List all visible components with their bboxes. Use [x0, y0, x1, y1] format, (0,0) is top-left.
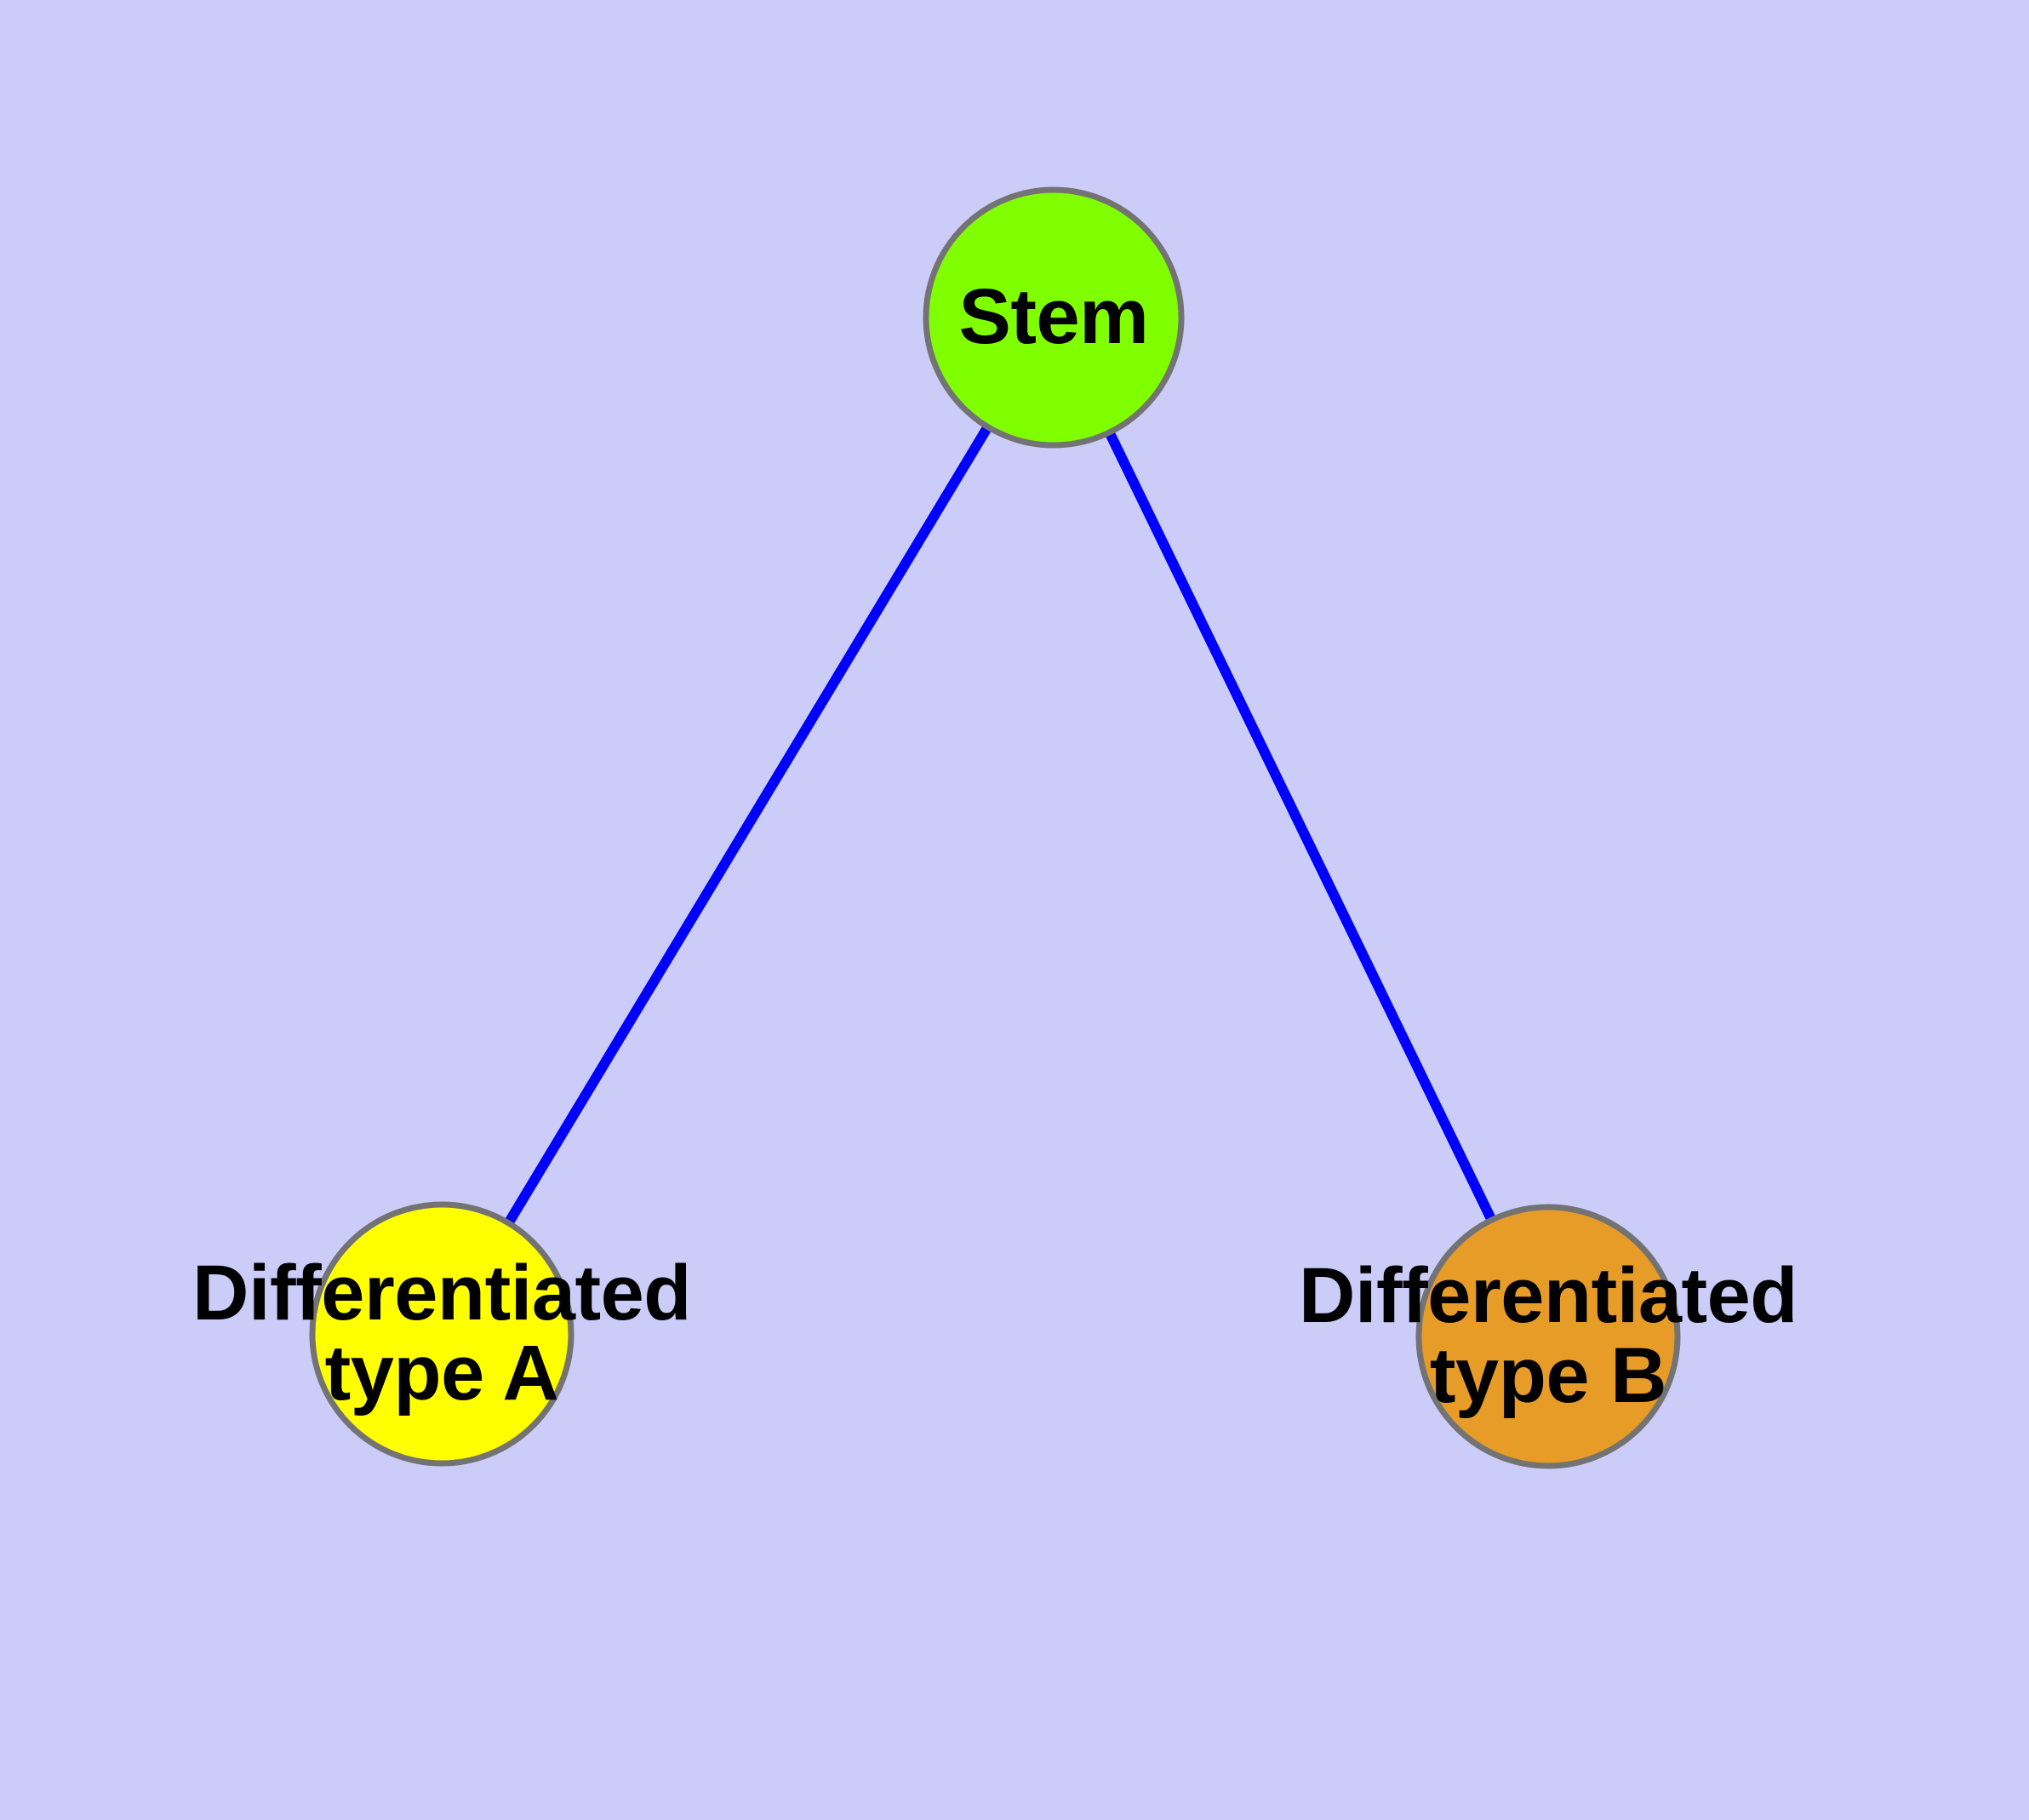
- edge-stem-to-diff-b: [1105, 430, 1497, 1222]
- edge-layer: [504, 424, 1497, 1226]
- node-differentiated-type-b[interactable]: [1415, 1204, 1681, 1469]
- node-layer: [309, 186, 1681, 1469]
- node-differentiated-type-a[interactable]: [309, 1201, 574, 1467]
- node-stem[interactable]: [923, 186, 1185, 449]
- edge-stem-to-diff-a: [504, 424, 992, 1226]
